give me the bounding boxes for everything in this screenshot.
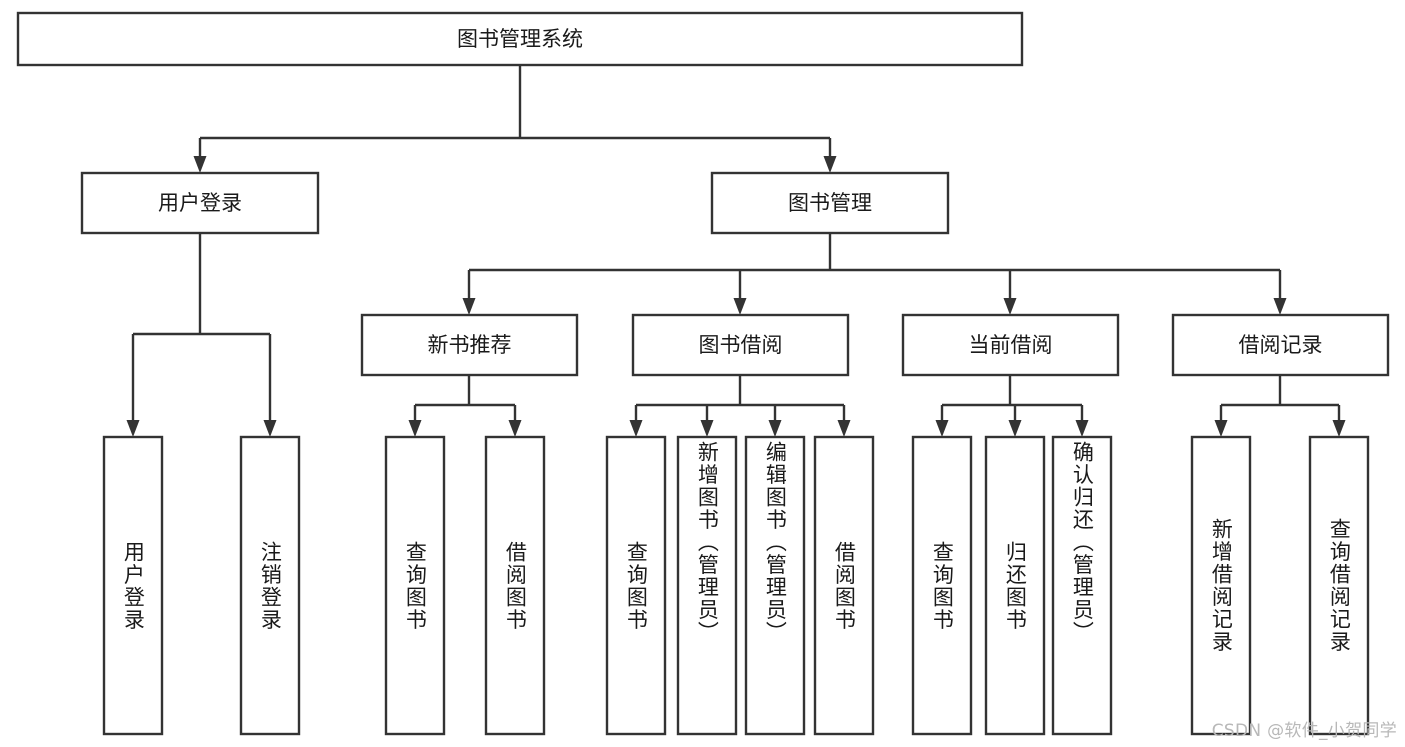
connector-arrowhead bbox=[408, 420, 422, 437]
node-box-leaf-rec-query2[interactable] bbox=[1308, 435, 1370, 736]
node-leaf-borrow-add[interactable] bbox=[676, 435, 738, 736]
node-label-user-login: 用户登录 bbox=[158, 191, 242, 215]
csdn-watermark: CSDN @软件_小贺同学 bbox=[1211, 721, 1397, 741]
node-box-leaf-cur-query[interactable] bbox=[911, 435, 973, 736]
node-box-leaf-rec-query[interactable] bbox=[384, 435, 446, 736]
connector-arrowhead bbox=[823, 156, 837, 173]
node-box-leaf-borrow-lend[interactable] bbox=[813, 435, 875, 736]
node-box-leaf-user-login[interactable] bbox=[102, 435, 164, 736]
node-box-user-login[interactable] bbox=[80, 171, 320, 235]
connector-arrowhead bbox=[508, 420, 522, 437]
connector-arrowhead bbox=[1003, 298, 1017, 315]
connector-arrowhead bbox=[700, 420, 714, 437]
node-leaf-rec-borrow[interactable] bbox=[484, 435, 546, 736]
node-label-borrow-record: 借阅记录 bbox=[1239, 333, 1323, 357]
node-box-new-book-rec[interactable] bbox=[360, 313, 579, 377]
node-user-login[interactable]: 用户登录 bbox=[80, 171, 320, 235]
node-leaf-borrow-edit[interactable] bbox=[744, 435, 806, 736]
node-box-current-borrow[interactable] bbox=[901, 313, 1120, 377]
connector-arrowhead bbox=[1075, 420, 1089, 437]
connector-arrowhead bbox=[1008, 420, 1022, 437]
node-leaf-rec-query2[interactable] bbox=[1308, 435, 1370, 736]
node-leaf-rec-add[interactable] bbox=[1190, 435, 1252, 736]
node-box-root[interactable] bbox=[16, 11, 1024, 67]
node-box-book-manage[interactable] bbox=[710, 171, 950, 235]
connector-arrowhead bbox=[768, 420, 782, 437]
node-label-root: 图书管理系统 bbox=[457, 27, 583, 51]
node-leaf-user-logout[interactable] bbox=[239, 435, 301, 736]
connector-arrowhead bbox=[193, 156, 207, 173]
connector-group-bookborrow-to-leaves bbox=[629, 375, 851, 437]
node-box-leaf-borrow-query[interactable] bbox=[605, 435, 667, 736]
node-leaf-cur-query[interactable] bbox=[911, 435, 973, 736]
node-box-leaf-rec-add[interactable] bbox=[1190, 435, 1252, 736]
connector-group-newbookrec-to-leaves bbox=[408, 375, 522, 437]
connector-group-userlogin-to-leaves bbox=[126, 233, 277, 437]
connector-arrowhead bbox=[1273, 298, 1287, 315]
node-leaf-borrow-lend[interactable] bbox=[813, 435, 875, 736]
node-leaf-cur-return[interactable] bbox=[984, 435, 1046, 736]
connector-group-root-to-level1 bbox=[193, 65, 837, 173]
connector-group-borrowrecord-to-leaves bbox=[1214, 375, 1346, 437]
node-leaf-cur-confirm[interactable] bbox=[1051, 435, 1113, 736]
connector-arrowhead bbox=[462, 298, 476, 315]
node-leaf-rec-query[interactable] bbox=[384, 435, 446, 736]
node-root[interactable]: 图书管理系统 bbox=[16, 11, 1024, 67]
node-label-new-book-rec: 新书推荐 bbox=[428, 333, 512, 357]
node-new-book-rec[interactable]: 新书推荐 bbox=[360, 313, 579, 377]
node-box-book-borrow[interactable] bbox=[631, 313, 850, 377]
node-label-current-borrow: 当前借阅 bbox=[969, 333, 1053, 357]
node-book-borrow[interactable]: 图书借阅 bbox=[631, 313, 850, 377]
node-label-book-borrow: 图书借阅 bbox=[699, 333, 783, 357]
connector-group-bookmanage-to-level2 bbox=[462, 233, 1287, 315]
node-box-leaf-rec-borrow[interactable] bbox=[484, 435, 546, 736]
connector-arrowhead bbox=[629, 420, 643, 437]
node-leaf-user-login[interactable] bbox=[102, 435, 164, 736]
node-leaf-borrow-query[interactable] bbox=[605, 435, 667, 736]
connector-arrowhead bbox=[1332, 420, 1346, 437]
connector-arrowhead bbox=[126, 420, 140, 437]
node-current-borrow[interactable]: 当前借阅 bbox=[901, 313, 1120, 377]
connector-arrowhead bbox=[1214, 420, 1228, 437]
node-box-leaf-borrow-add[interactable] bbox=[676, 435, 738, 736]
connector-group-currentborrow-to-leaves bbox=[935, 375, 1089, 437]
node-box-leaf-cur-confirm[interactable] bbox=[1051, 435, 1113, 736]
node-box-leaf-cur-return[interactable] bbox=[984, 435, 1046, 736]
connector-arrowhead bbox=[837, 420, 851, 437]
node-borrow-record[interactable]: 借阅记录 bbox=[1171, 313, 1390, 377]
connector-arrowhead bbox=[733, 298, 747, 315]
connector-arrowhead bbox=[935, 420, 949, 437]
node-box-borrow-record[interactable] bbox=[1171, 313, 1390, 377]
node-box-leaf-user-logout[interactable] bbox=[239, 435, 301, 736]
node-box-leaf-borrow-edit[interactable] bbox=[744, 435, 806, 736]
node-book-manage[interactable]: 图书管理 bbox=[710, 171, 950, 235]
connector-arrowhead bbox=[263, 420, 277, 437]
node-label-book-manage: 图书管理 bbox=[788, 191, 872, 215]
